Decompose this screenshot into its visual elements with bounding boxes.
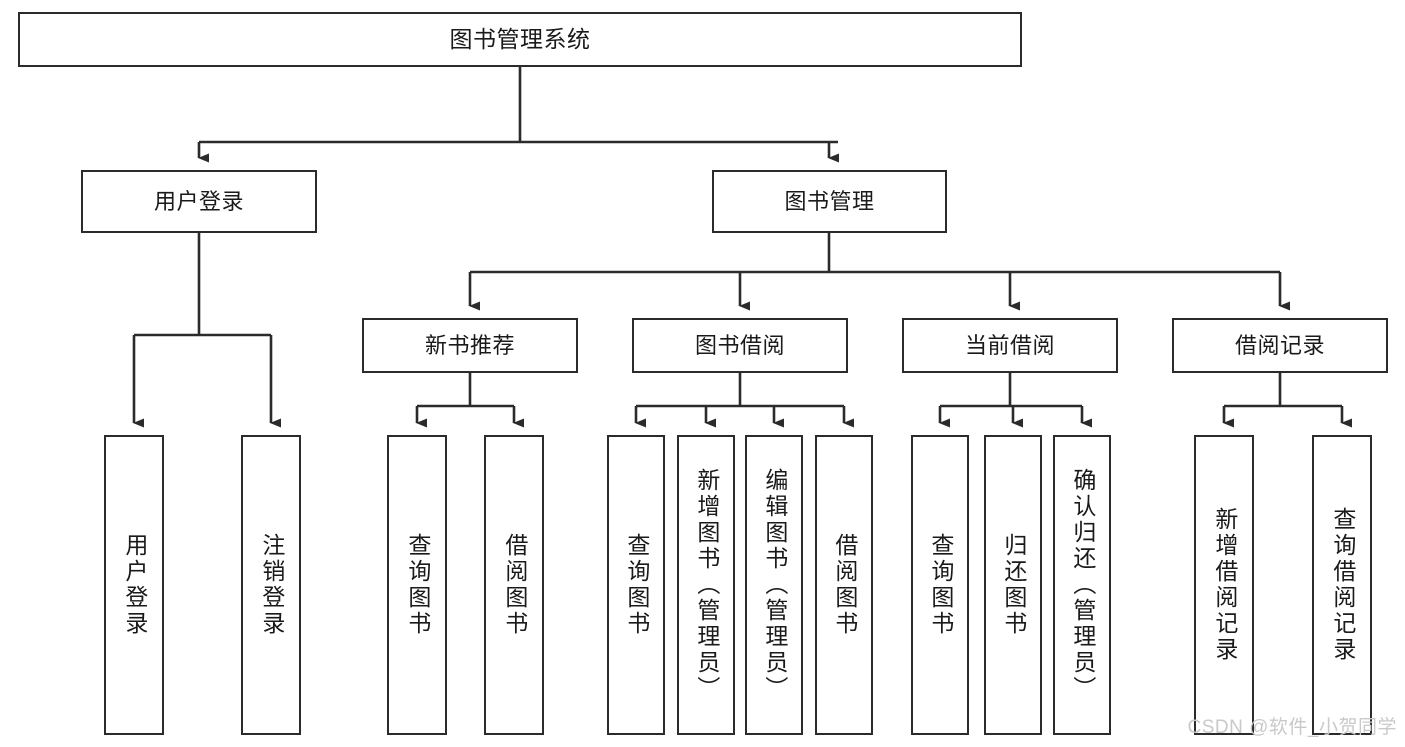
node-label: 归还图书	[1000, 533, 1027, 637]
node-label: 新书推荐	[424, 332, 515, 358]
node-label: 新增图书（管理员）	[693, 468, 720, 702]
node-label: 编辑图书（管理员）	[761, 468, 788, 702]
node-label: 借阅图书	[831, 533, 858, 637]
csdn-watermark: CSDN @软件_小贺同学	[1187, 717, 1397, 738]
node-label: 图书管理系统	[449, 26, 591, 53]
node-label: 图书借阅	[694, 332, 785, 358]
node-leaf-borrow-book[interactable]: 借阅图书	[815, 435, 873, 735]
node-leaf-confirm-return-admin[interactable]: 确认归还（管理员）	[1053, 435, 1111, 735]
edge-group-user-login	[132, 233, 281, 428]
node-label: 借阅记录	[1234, 332, 1325, 358]
node-leaf-user-login[interactable]: 用户登录	[104, 435, 164, 735]
node-new-book-recommend[interactable]: 新书推荐	[362, 318, 578, 373]
node-leaf-edit-book-admin[interactable]: 编辑图书（管理员）	[745, 435, 803, 735]
node-leaf-query-borrow-record[interactable]: 查询借阅记录	[1312, 435, 1372, 735]
node-leaf-add-borrow-record[interactable]: 新增借阅记录	[1194, 435, 1254, 735]
node-user-login[interactable]: 用户登录	[81, 170, 317, 233]
node-label: 查询图书	[623, 533, 650, 637]
node-current-borrow[interactable]: 当前借阅	[902, 318, 1118, 373]
node-leaf-add-book-admin[interactable]: 新增图书（管理员）	[677, 435, 735, 735]
node-leaf-query-book-recommend[interactable]: 查询图书	[387, 435, 447, 735]
edge-group-book-management	[468, 233, 1290, 311]
node-label: 注销登录	[258, 533, 285, 637]
node-label: 图书管理	[784, 188, 875, 214]
node-leaf-logout[interactable]: 注销登录	[241, 435, 301, 735]
node-label: 查询图书	[404, 533, 431, 637]
node-book-borrow[interactable]: 图书借阅	[632, 318, 848, 373]
node-leaf-borrow-book-recommend[interactable]: 借阅图书	[484, 435, 544, 735]
node-borrow-records[interactable]: 借阅记录	[1172, 318, 1388, 373]
node-label: 新增借阅记录	[1211, 507, 1238, 663]
edge-group-borrow-records	[1222, 373, 1352, 428]
node-label: 借阅图书	[501, 533, 528, 637]
edge-group-new-book-recommend	[415, 373, 524, 428]
node-label: 查询借阅记录	[1329, 507, 1356, 663]
node-label: 当前借阅	[964, 332, 1055, 358]
edge-group-current-borrow	[938, 373, 1092, 428]
node-label: 确认归还（管理员）	[1069, 468, 1096, 702]
node-label: 用户登录	[121, 533, 148, 637]
node-root-system[interactable]: 图书管理系统	[18, 12, 1022, 67]
node-book-management[interactable]: 图书管理	[712, 170, 947, 233]
edge-group-root	[197, 67, 839, 163]
node-label: 用户登录	[153, 188, 244, 214]
node-leaf-query-book-current[interactable]: 查询图书	[911, 435, 969, 735]
node-leaf-return-book[interactable]: 归还图书	[984, 435, 1042, 735]
node-leaf-query-book-borrow[interactable]: 查询图书	[607, 435, 665, 735]
edge-group-book-borrow	[634, 373, 854, 428]
node-label: 查询图书	[927, 533, 954, 637]
